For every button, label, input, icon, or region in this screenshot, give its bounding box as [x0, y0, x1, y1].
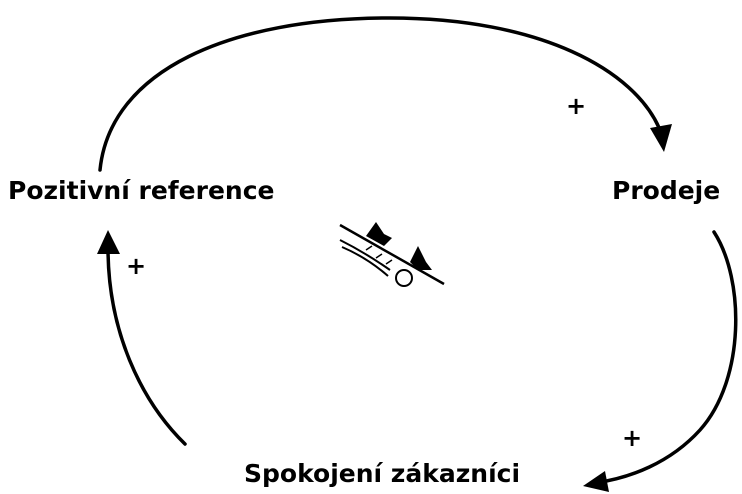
link-arc-left [106, 246, 187, 446]
snowball-icon [339, 222, 445, 287]
link-arrowhead-right [583, 471, 609, 492]
node-label-positive-referrals: Pozitivní reference [8, 176, 274, 205]
link-arc-top [98, 16, 662, 172]
link-arrowhead-top [650, 124, 672, 152]
link-arc-right [593, 230, 738, 485]
polarity-sign-right: + [622, 424, 642, 452]
link-arrowhead-left [97, 230, 120, 254]
node-label-satisfied-customers: Spokojení zákazníci [244, 459, 520, 488]
node-label-sales: Prodeje [612, 176, 720, 205]
polarity-sign-top: + [566, 92, 586, 120]
polarity-sign-left: + [126, 252, 146, 280]
